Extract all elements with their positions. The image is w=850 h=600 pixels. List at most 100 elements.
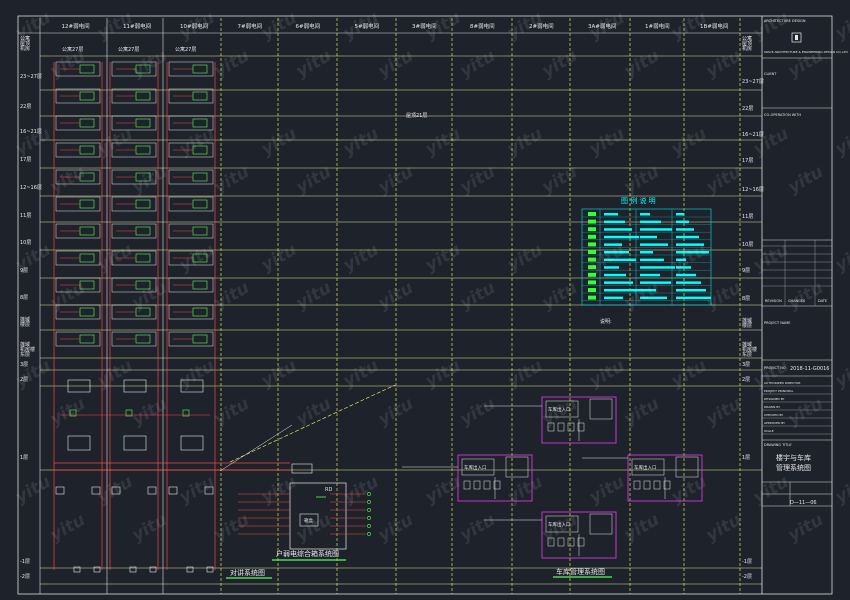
garage-device-1-0 xyxy=(463,480,471,490)
approval-row-0: AUTHORIZED DIRECTOR xyxy=(764,381,800,385)
legend-spec-0 xyxy=(640,213,650,216)
intercom-node-2 xyxy=(182,409,190,417)
floor-label-right-11-line-1: 机房楼 xyxy=(742,346,757,353)
floor-label-left-7-line-0: 10层 xyxy=(20,240,31,246)
garage-unit-header-0 xyxy=(545,400,579,418)
floor-label-right-0-line-2: 机房 xyxy=(742,45,752,52)
legend-remark-10 xyxy=(676,289,706,292)
shaft-header-4: 6#弱电间 xyxy=(296,22,321,30)
legend-spec-1 xyxy=(640,220,661,224)
floor-label-left-11-line-2: 东层 xyxy=(20,351,30,358)
approval-row-3: DRAWN BY xyxy=(764,405,780,409)
company-logo-mark xyxy=(795,35,798,40)
legend-name-2 xyxy=(604,228,632,231)
legend-name-10 xyxy=(604,289,640,292)
garage-device-0-3 xyxy=(577,422,585,432)
garage-unit-header-3 xyxy=(545,515,579,533)
garage-device-0-0 xyxy=(547,422,555,432)
legend-symbol-4 xyxy=(588,242,596,247)
riser-cabinet-2-4 xyxy=(168,169,214,185)
garage-unit-frame-3 xyxy=(541,511,617,559)
floor-label-left-8-line-0: 9层 xyxy=(20,268,28,274)
floor-label-left-0-line-2: 机房 xyxy=(20,45,30,52)
legend-spec-9 xyxy=(640,281,671,284)
floor-label-left-12-line-0: 3层 xyxy=(20,362,28,368)
intercom-host-1 xyxy=(123,379,147,393)
company-name: ARCHITECTURE DESIGN xyxy=(764,19,806,23)
legend-spec-8 xyxy=(640,273,660,277)
shaft-header-11: 1B#弱电间 xyxy=(700,22,728,30)
riser-cabinet-0-3 xyxy=(55,142,101,158)
riser-col-top-label-1: 公寓27层 xyxy=(118,46,139,53)
approval-row-5: APPROVED BY xyxy=(764,421,785,425)
floor-label-right-6-line-0: 11层 xyxy=(742,214,753,220)
legend-spec-11 xyxy=(640,296,667,300)
garage-device-2-2 xyxy=(653,480,661,490)
garage-device-3-2 xyxy=(567,537,575,547)
legend-symbol-7 xyxy=(588,265,596,270)
floor-label-right-11-line-0: 莲域 xyxy=(742,341,752,348)
legend-note: 说明: xyxy=(600,318,612,325)
trunk-cable-line-1 xyxy=(229,384,396,463)
integrated-outlet-2 xyxy=(367,508,371,512)
floor-label-left-11-line-1: 机房楼 xyxy=(20,346,35,353)
garage-barrier-2 xyxy=(675,456,699,478)
floor-label-right-10-line-1: 楼层 xyxy=(742,322,752,329)
riser-cabinet-2-10 xyxy=(168,331,214,347)
riser-cabinet-0-1 xyxy=(55,88,101,104)
legend-remark-5 xyxy=(676,251,709,254)
riser-cabinet-1-0 xyxy=(111,61,157,77)
floor-label-right-1-line-0: 23~27层 xyxy=(742,79,764,85)
riser-cabinet-0-6 xyxy=(55,223,101,239)
legend-name-9 xyxy=(604,281,633,284)
intercom-host-2 xyxy=(180,379,204,393)
garage-device-1-1 xyxy=(473,480,481,490)
legend-symbol-11 xyxy=(588,295,596,300)
integrated-inner-box xyxy=(299,513,319,527)
riser-cabinet-0-0 xyxy=(55,61,101,77)
intercom-door-station-0 xyxy=(55,486,65,495)
shaft-header-2: 10#弱电间 xyxy=(180,22,208,30)
legend-symbol-2 xyxy=(588,227,596,232)
riser-cabinet-0-5 xyxy=(55,196,101,212)
riser-cabinet-0-2 xyxy=(55,115,101,131)
floor-label-left-9-line-0: 8层 xyxy=(20,295,28,301)
intercom-system-diagram xyxy=(54,379,290,573)
shaft-header-10: 1#弱电间 xyxy=(645,22,670,30)
legend-remark-8 xyxy=(676,273,696,277)
garage-unit-label-2: 车库出入口 xyxy=(634,464,657,471)
floor-label-right-14-line-0: 1层 xyxy=(742,455,750,461)
riser-col-top-label-2: 公寓27层 xyxy=(175,46,196,53)
integrated-outlet-3 xyxy=(367,516,371,520)
riser-cabinet-0-4 xyxy=(55,169,101,185)
garage-unit-label-0: 车库出入口 xyxy=(548,406,571,413)
garage-barrier-3 xyxy=(589,513,613,535)
riser-cabinet-0-7 xyxy=(55,250,101,266)
intercom-node-0 xyxy=(69,409,77,417)
floor-label-left-6-line-0: 11层 xyxy=(20,213,31,219)
floor-label-left-2-line-0: 22层 xyxy=(20,104,31,110)
riser-cabinet-2-7 xyxy=(168,250,214,266)
legend-name-5 xyxy=(604,251,629,254)
legend-remark-1 xyxy=(676,220,689,224)
floor-label-right-0-line-0: 公寓 xyxy=(742,35,752,42)
project-name-label: PROJECT NAME xyxy=(764,321,790,325)
legend-rows xyxy=(582,212,711,301)
legend-spec-10 xyxy=(640,289,656,292)
legend-symbol-6 xyxy=(588,257,596,262)
legend-remark-9 xyxy=(676,281,701,284)
garage-device-0-1 xyxy=(557,422,565,432)
intercom-node-1 xyxy=(125,409,133,417)
floor-label-left-1-line-0: 23~27层 xyxy=(20,74,42,80)
floor-label-right-8-line-0: 9层 xyxy=(742,268,750,274)
drawing-title-line-1: 楼宇与车库 xyxy=(776,453,811,462)
riser-cabinet-1-7 xyxy=(111,250,157,266)
legend-remark-7 xyxy=(676,266,691,269)
integrated-box-label: RD xyxy=(325,487,332,493)
floor-label-left-4-line-0: 17层 xyxy=(20,157,31,163)
shaft-header-9: 3A#弱电间 xyxy=(588,22,616,30)
riser-cabinet-2-5 xyxy=(168,196,214,212)
shaft-header-5: 5#弱电间 xyxy=(355,22,380,30)
